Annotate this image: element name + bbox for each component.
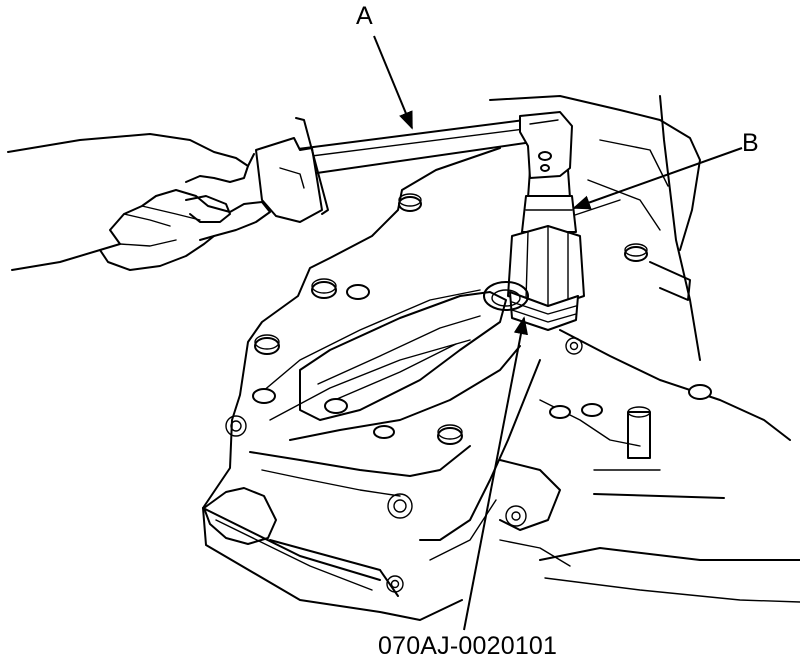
callout-label-a: A xyxy=(356,2,373,30)
leader-a xyxy=(373,35,413,130)
hands xyxy=(7,133,271,271)
callout-label-b: B xyxy=(742,129,759,157)
part-number-label: 070AJ-0020101 xyxy=(378,632,558,660)
leader-b xyxy=(572,147,743,210)
wrench-a xyxy=(255,111,573,223)
socket-tool-b xyxy=(483,169,585,331)
leader-lines xyxy=(373,35,743,631)
leader-part xyxy=(463,316,529,631)
